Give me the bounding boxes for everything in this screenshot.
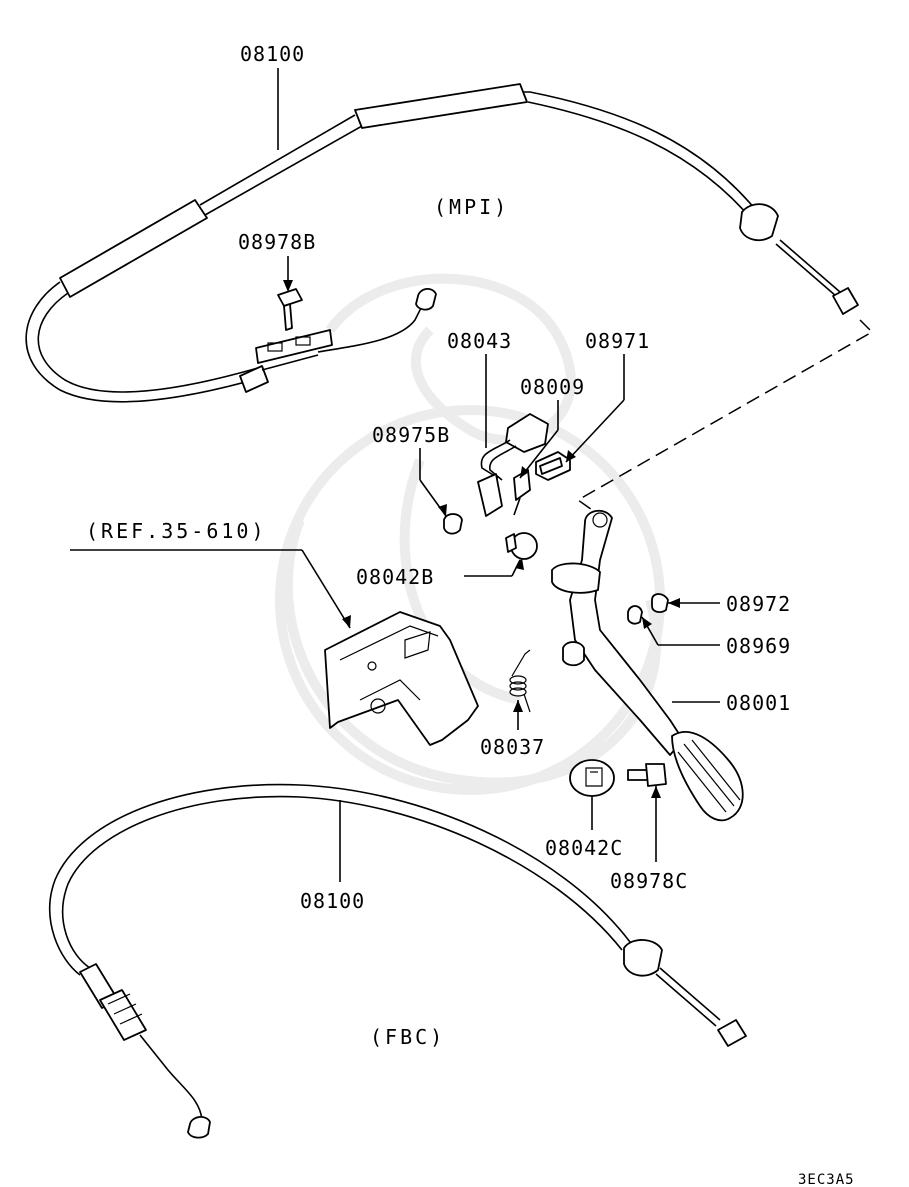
stopper-08042c (569, 759, 615, 797)
label-bolt-08971: 08971 (585, 329, 650, 353)
diagram-code: 3EC3A5 (798, 1172, 855, 1187)
bolt-08978b (277, 288, 303, 331)
label-nut-08975b: 08975B (372, 423, 450, 447)
label-stopper-08042c: 08042C (545, 836, 623, 860)
label-stopper-08042b: 08042B (356, 565, 434, 589)
section-label-mpi: (MPI) (434, 195, 509, 219)
accelerator-cable-fbc (49, 783, 747, 1139)
section-label-fbc: (FBC) (370, 1025, 445, 1049)
bushing-08969 (627, 605, 643, 625)
label-bolt-08978b: 08978B (238, 230, 316, 254)
accelerator-pedal-08001 (551, 509, 744, 822)
label-switch-08043: 08043 (447, 329, 512, 353)
return-spring-08037 (509, 649, 531, 713)
bushing-08972 (651, 593, 669, 613)
label-pedal-08001: 08001 (726, 691, 791, 715)
leader-arrowheads (283, 280, 680, 798)
stopper-08042b (505, 532, 538, 560)
bolt-08978c (627, 763, 667, 787)
pedal-switch-08043 (477, 413, 549, 517)
label-clip-08009: 08009 (520, 375, 585, 399)
label-cable-bottom: 08100 (300, 889, 365, 913)
label-bushing-08972: 08972 (726, 592, 791, 616)
nut-08975b (443, 513, 463, 535)
section-label-ref: (REF.35-610) (86, 519, 267, 543)
label-spring-08037: 08037 (480, 735, 545, 759)
accelerator-cable-mpi (25, 83, 859, 403)
label-bolt-08978c: 08978C (610, 869, 688, 893)
cable-connection-dashed-line (576, 319, 874, 513)
pedal-bracket (324, 611, 479, 746)
label-bushing-08969: 08969 (726, 634, 791, 658)
leader-lines (70, 68, 720, 882)
bolt-08971 (535, 451, 571, 481)
label-cable-top: 08100 (240, 42, 305, 66)
